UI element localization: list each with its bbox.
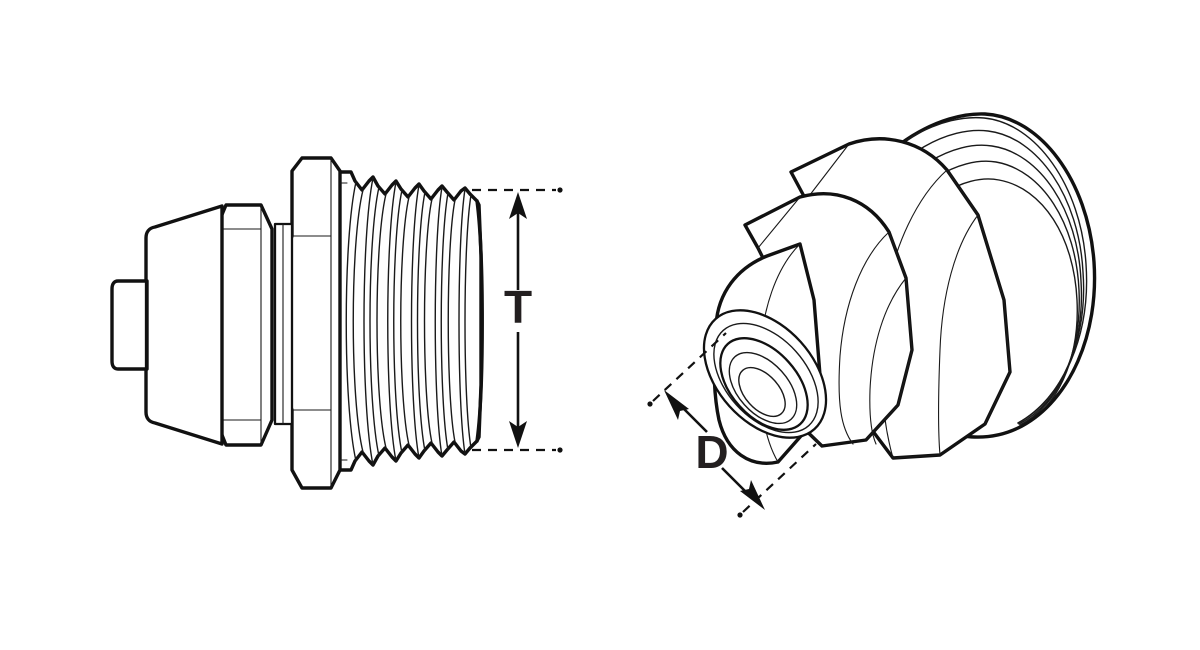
dim-extension-endpoint-upper	[647, 401, 653, 407]
dim-arrowhead-upper-left	[664, 390, 689, 420]
dim-extension-endpoint-top	[557, 187, 563, 193]
dimension-label-D: D	[695, 426, 728, 478]
dim-arrowhead-up	[509, 192, 527, 219]
dimension-thread-size: T	[472, 187, 563, 453]
tapered-sleeve	[144, 204, 224, 446]
dim-arrowhead-lower-right	[740, 480, 765, 510]
external-thread	[337, 170, 484, 472]
large-hex-body	[285, 156, 348, 490]
dim-arrowhead-down	[509, 421, 527, 448]
dimension-label-T: T	[504, 281, 532, 333]
isometric-view	[702, 112, 1097, 465]
tube-stub	[110, 275, 149, 375]
iso-flared-nose-port	[702, 309, 828, 439]
side-elevation-view	[110, 156, 484, 490]
shoulder-spacer	[273, 222, 294, 426]
dim-extension-line-upper	[652, 332, 727, 402]
dim-extension-endpoint-bottom	[557, 447, 563, 453]
dim-extension-endpoint-lower	[737, 512, 743, 518]
dimension-tube-size: D	[647, 332, 817, 518]
